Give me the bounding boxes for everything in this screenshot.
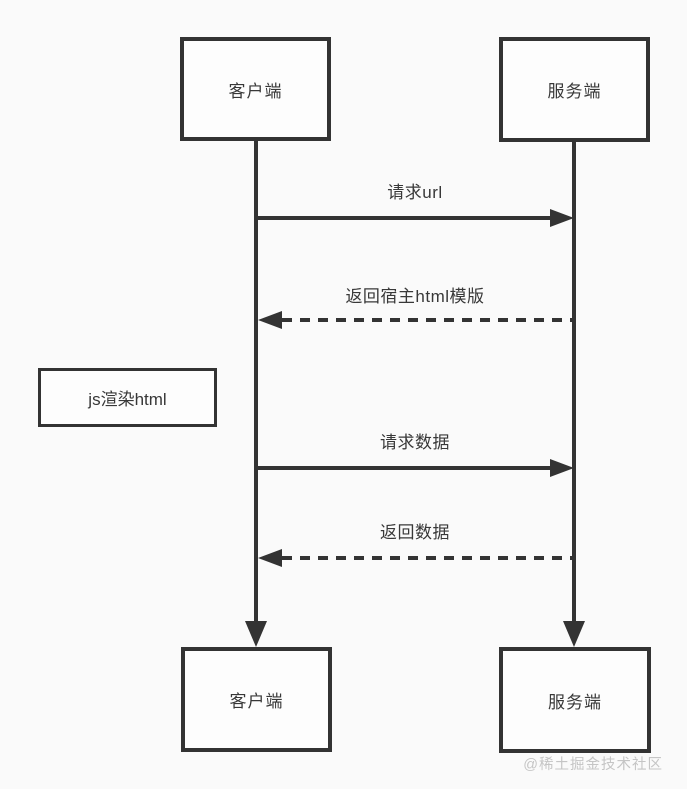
message-label-return-html-template: 返回宿主html模版: [345, 287, 485, 306]
arrowhead-left-return-html-template: [258, 311, 282, 329]
actor-box-client-bottom: 客户端: [181, 647, 332, 752]
actor-label-client-top: 客户端: [228, 81, 283, 101]
message-line-return-html-template: [282, 318, 574, 322]
client-lifeline: [254, 141, 258, 621]
message-line-request-url: [256, 216, 552, 220]
actor-box-client-top: 客户端: [180, 37, 331, 141]
note-label: js渲染html: [88, 390, 167, 409]
note-box-js-render-html: js渲染html: [38, 368, 217, 427]
actor-label-server-bottom: 服务端: [548, 692, 602, 712]
message-label-request-data: 请求数据: [380, 433, 450, 452]
actor-label-client-bottom: 客户端: [229, 692, 284, 711]
message-label-return-data: 返回数据: [380, 523, 450, 542]
message-label-request-url: 请求url: [387, 183, 443, 202]
watermark: @稀土掘金技术社区: [523, 757, 663, 773]
message-line-return-data: [282, 556, 574, 560]
arrowhead-right-request-url: [550, 209, 574, 227]
arrowhead-down-client: [245, 621, 267, 647]
actor-box-server-bottom: 服务端: [499, 647, 651, 753]
actor-box-server-top: 服务端: [499, 37, 650, 142]
actor-label-server-top: 服务端: [547, 82, 602, 101]
message-line-request-data: [256, 466, 552, 470]
arrowhead-right-request-data: [550, 459, 574, 477]
arrowhead-down-server: [563, 621, 585, 647]
server-lifeline: [572, 142, 576, 621]
arrowhead-left-return-data: [258, 549, 282, 567]
